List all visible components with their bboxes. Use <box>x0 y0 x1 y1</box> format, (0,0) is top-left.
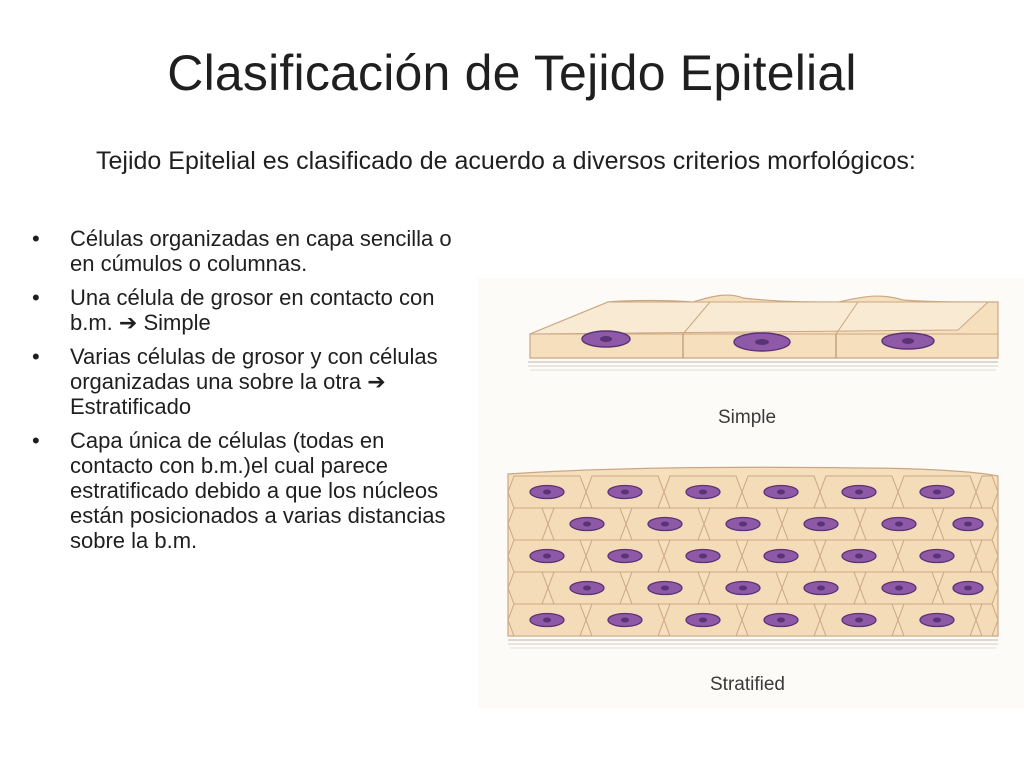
nucleolus <box>583 521 591 527</box>
stratified-cell <box>507 571 549 605</box>
arrow-right-icon: ➔ <box>118 310 138 335</box>
nucleolus <box>895 585 903 591</box>
nucleolus <box>661 585 669 591</box>
nucleolus <box>777 489 785 495</box>
nucleolus <box>964 585 972 591</box>
bullet-text: Una célula de grosor en contacto con b.m… <box>70 285 435 335</box>
nucleolus <box>621 553 629 559</box>
simple-epithelium: Simple <box>528 294 999 428</box>
stratified-cells <box>507 475 999 637</box>
bullet-dot-icon: • <box>32 428 40 453</box>
bullet-list: • Células organizadas en capa sencilla o… <box>30 226 460 562</box>
simple-label: Simple <box>718 407 776 428</box>
simple-basement-membrane <box>528 361 998 371</box>
epithelium-svg: Simple Stratified <box>507 294 999 695</box>
nucleolus <box>543 489 551 495</box>
nucleolus <box>699 553 707 559</box>
stratified-epithelium: Stratified <box>507 466 999 695</box>
bullet-item: • Una célula de grosor en contacto con b… <box>30 285 460 335</box>
bullet-item: • Células organizadas en capa sencilla o… <box>30 226 460 276</box>
nucleolus <box>699 617 707 623</box>
nucleolus <box>817 521 825 527</box>
nucleolus <box>895 521 903 527</box>
nucleolus <box>621 489 629 495</box>
intro-text: Tejido Epitelial es clasificado de acuer… <box>96 147 916 175</box>
nucleolus <box>621 617 629 623</box>
nucleolus <box>583 585 591 591</box>
bullet-dot-icon: • <box>32 285 40 310</box>
nucleolus <box>855 617 863 623</box>
nucleolus <box>964 521 972 527</box>
stratified-cell <box>507 507 549 541</box>
nucleolus <box>817 585 825 591</box>
bullet-suffix: Estratificado <box>70 394 192 419</box>
stratified-basement-membrane <box>508 639 998 649</box>
nucleolus <box>543 553 551 559</box>
nucleolus <box>855 553 863 559</box>
bullet-suffix: Simple <box>137 310 211 335</box>
nucleolus <box>739 585 747 591</box>
bullet-dot-icon: • <box>32 344 40 369</box>
bullet-dot-icon: • <box>32 226 40 251</box>
bullet-text: Varias células de grosor y con células o… <box>70 344 438 394</box>
bullet-item: • Varias células de grosor y con células… <box>30 344 460 419</box>
nucleolus <box>543 617 551 623</box>
nucleolus <box>739 521 747 527</box>
bullet-item: • Capa única de células (todas en contac… <box>30 428 460 553</box>
nucleolus <box>699 489 707 495</box>
stratified-label: Stratified <box>710 674 785 695</box>
nucleolus <box>933 617 941 623</box>
bullet-text: Capa única de células (todas en contacto… <box>70 428 446 553</box>
bullet-text: Células organizadas en capa sencilla o e… <box>70 226 452 276</box>
nucleolus <box>933 489 941 495</box>
epithelium-illustration: Simple Stratified <box>478 278 1024 708</box>
arrow-right-icon: ➔ <box>367 369 386 394</box>
slide-title: Clasificación de Tejido Epitelial <box>167 45 857 101</box>
nucleolus <box>661 521 669 527</box>
nucleolus <box>855 489 863 495</box>
nucleolus <box>933 553 941 559</box>
nucleolus <box>777 617 785 623</box>
simple-cell-top <box>529 301 990 335</box>
nucleolus <box>777 553 785 559</box>
stratified-cell <box>975 603 999 637</box>
